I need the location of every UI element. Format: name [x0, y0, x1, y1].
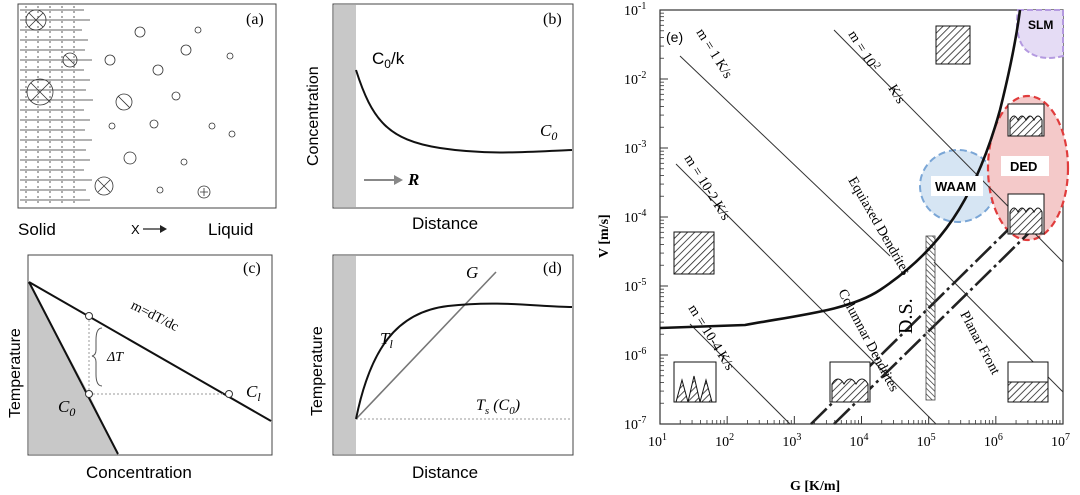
ded-micro-icon-2: [1007, 193, 1045, 235]
e-axis-ticks: 101 102 103 104 105 106 107 10-1 10-2 10-3 10-4 10-…: [624, 1, 1070, 450]
cl-point: [225, 390, 233, 398]
c0-label: C0: [540, 121, 557, 143]
c-ylabel: Temperature: [7, 328, 24, 418]
x-tick-label: 107: [1051, 432, 1070, 450]
y-tick-label: 10-1: [624, 1, 646, 19]
x-tick-label: 101: [648, 432, 667, 450]
panel-b: (b) C0/k C0 R Concentration Distance: [305, 3, 574, 233]
panel-e-label: (e): [666, 29, 683, 45]
x-arrow-icon: [143, 225, 167, 233]
c0k-label: C0/k: [372, 49, 405, 71]
liquidus-line: [28, 281, 272, 422]
x-tick-label: 103: [782, 432, 801, 450]
ds-label: D.S.: [895, 298, 917, 334]
delta-t-label: ΔT: [106, 350, 124, 365]
e-xlabel: G [K/m]: [790, 479, 840, 494]
d-xlabel: Distance: [412, 463, 478, 482]
c0-label-c: C0: [58, 397, 75, 419]
growth-arrow-icon: [364, 175, 403, 185]
liquidus-profile: [355, 302, 573, 420]
ded-micro-icon: [1007, 103, 1045, 137]
equiaxed-micro-icon: [935, 25, 971, 65]
columnar-micro-icon: [829, 361, 871, 403]
planar-micro-icon: [1007, 361, 1049, 403]
panel-a-label: (a): [246, 11, 264, 28]
x-tick-label: 105: [917, 432, 936, 450]
b-ylabel: Concentration: [305, 66, 322, 166]
g-label: G: [466, 263, 478, 282]
panel-c: (c) m=dT/dc ΔT C0 Cl Temperature Concent…: [7, 254, 273, 482]
e-plot-frame: [659, 9, 1064, 425]
liquidus-point: [85, 312, 93, 320]
cl-label: Cl: [246, 382, 261, 404]
solid-region: [20, 6, 114, 206]
c0-point: [85, 390, 93, 398]
x-axis-label: X: [131, 222, 140, 237]
gradient-line: [355, 271, 497, 420]
cet-curve: [659, 9, 1022, 330]
e-ylabel: V [m/s]: [597, 214, 612, 258]
panel-a: (a) Solid X Liquid: [17, 3, 277, 239]
y-tick-label: 10-3: [624, 139, 646, 157]
concentration-profile: [355, 69, 573, 154]
panel-d-label: (d): [543, 260, 562, 277]
y-tick-label: 10-5: [624, 277, 646, 295]
panel-d: (d) G Tl Ts (C0) Temperature Distance: [309, 254, 574, 482]
equiaxed-micro-icon-2: [673, 231, 715, 275]
y-tick-label: 10-6: [624, 346, 646, 364]
y-tick-label: 10-7: [624, 415, 646, 433]
ds-band: [925, 235, 936, 401]
x-tick-label: 106: [984, 432, 1003, 450]
slm-label: SLM: [1028, 18, 1053, 32]
delta-brace: [91, 327, 103, 387]
liquid-particles: [104, 26, 236, 199]
dendrite-micro-icon: [673, 361, 717, 403]
solid-label: Solid: [18, 220, 56, 239]
x-tick-label: 104: [850, 432, 869, 450]
ded-label: DED: [1010, 159, 1037, 174]
ts-label: Ts (C0): [476, 397, 520, 417]
panel-e: SLM DED WAAM m = 1 K/s m = 102 K/s m = 1…: [597, 1, 1070, 494]
waam-label: WAAM: [935, 179, 976, 194]
tl-label: Tl: [380, 329, 393, 351]
y-tick-label: 10-2: [624, 70, 646, 88]
solidus-line: [28, 281, 119, 455]
panel-c-label: (c): [243, 260, 261, 277]
c-xlabel: Concentration: [86, 463, 192, 482]
y-tick-label: 10-4: [624, 208, 646, 226]
x-tick-label: 102: [715, 432, 734, 450]
d-ylabel: Temperature: [309, 326, 326, 416]
liquid-label: Liquid: [208, 220, 253, 239]
panel-b-label: (b): [543, 11, 562, 28]
r-label: R: [407, 170, 419, 189]
b-xlabel: Distance: [412, 214, 478, 233]
